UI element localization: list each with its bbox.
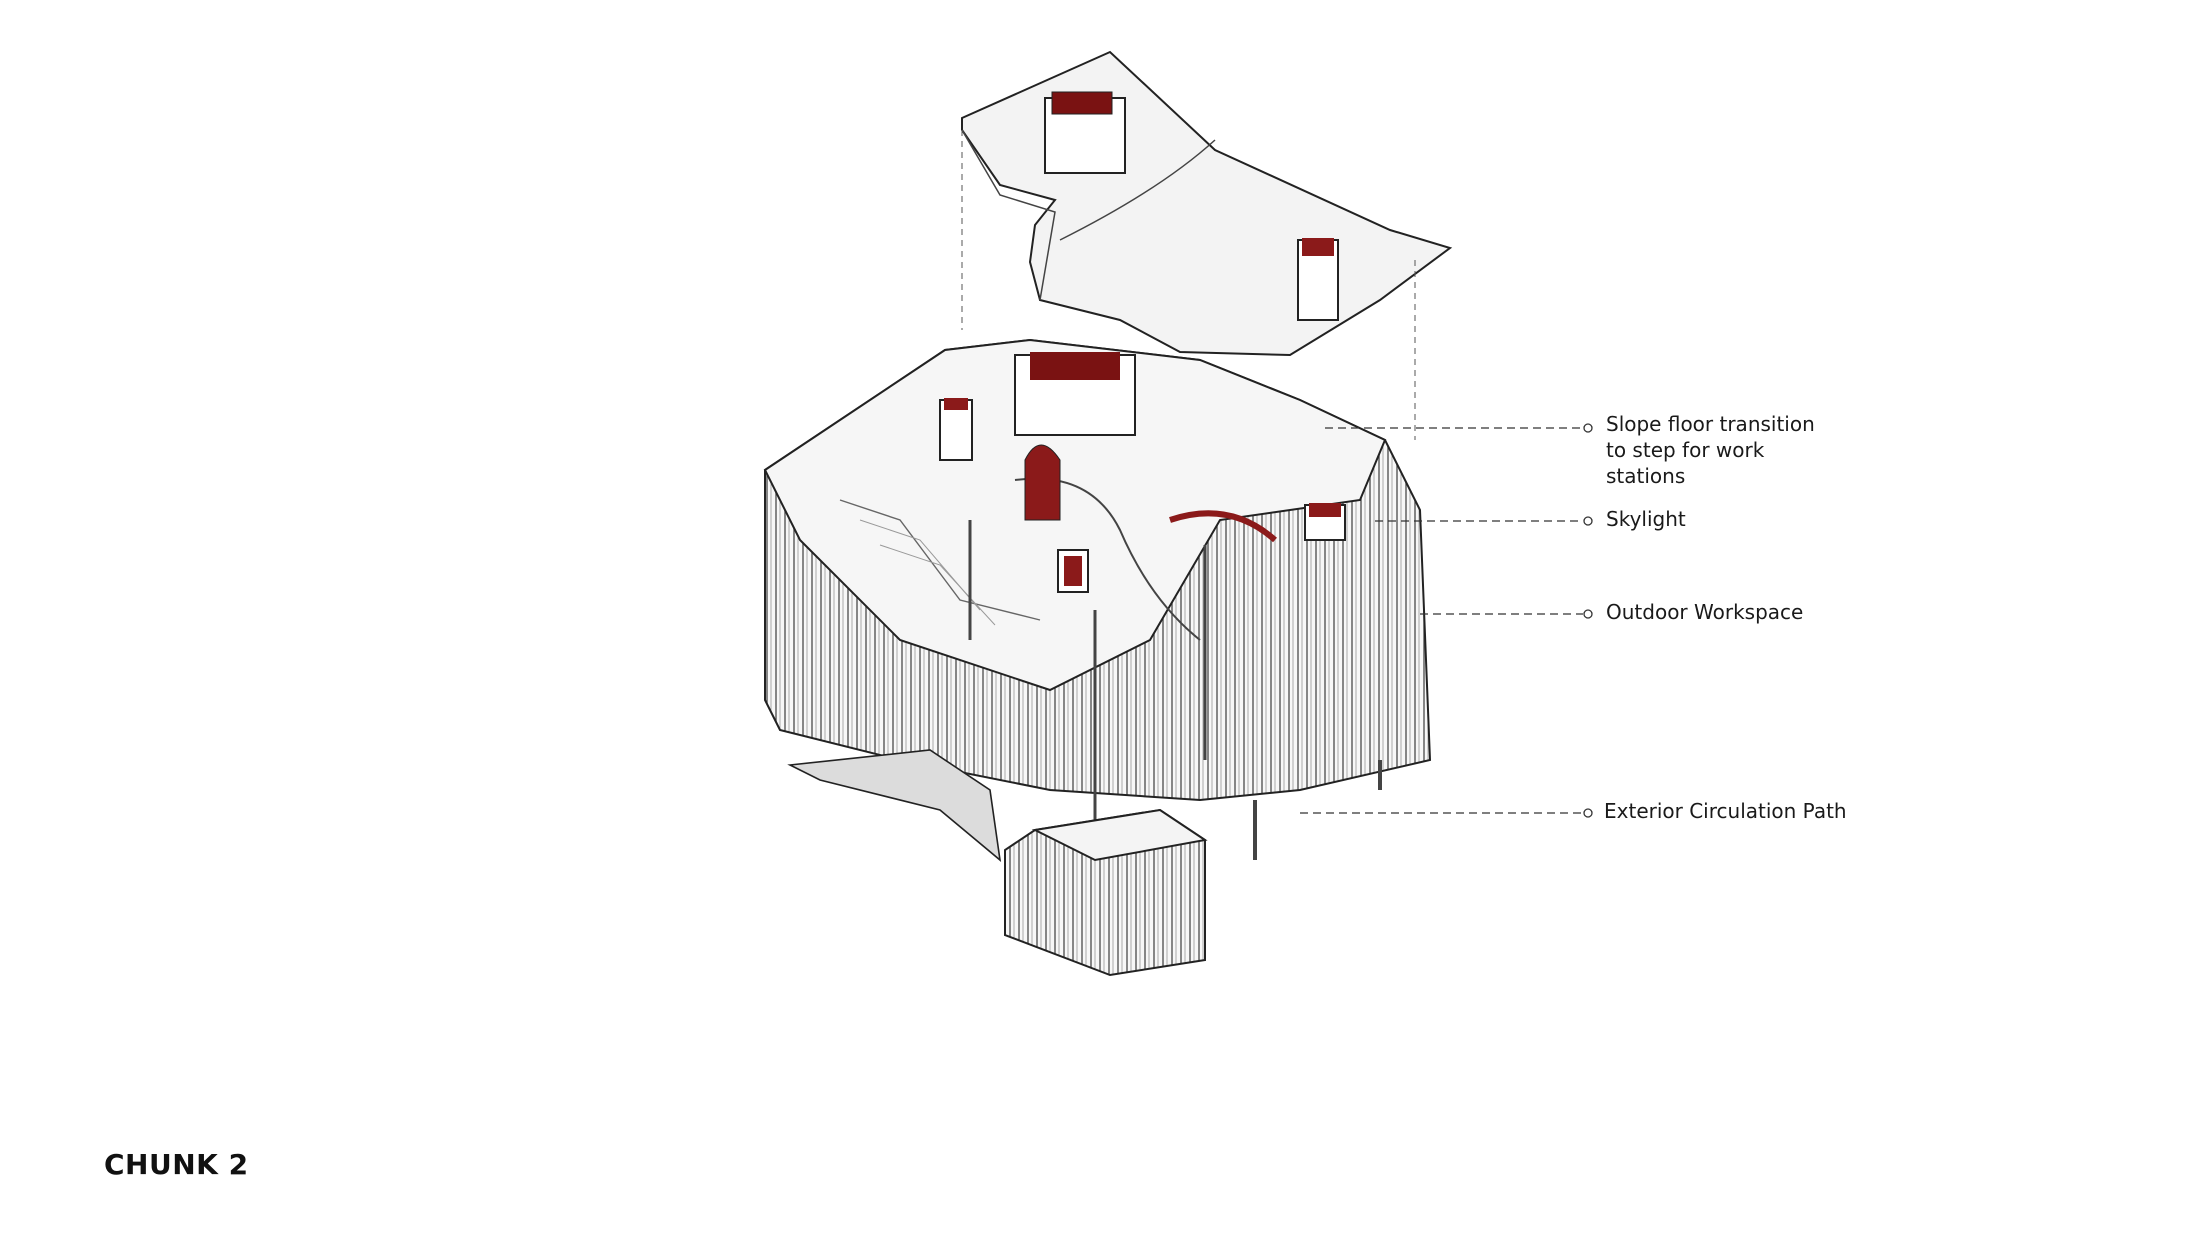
callout-slope-floor: Slope floor transition to step for work … xyxy=(1606,412,1815,488)
lower-block xyxy=(787,749,1382,977)
callout-outdoor-workspace: Outdoor Workspace xyxy=(1606,600,1804,624)
callout-leaders xyxy=(1300,423,1593,818)
callout-exterior-circulation: Exterior Circulation Path xyxy=(1604,799,1847,823)
main-building-volume xyxy=(763,338,1432,850)
callout-skylight: Skylight xyxy=(1606,507,1686,531)
upper-roof-slab xyxy=(961,50,1453,440)
page-title: CHUNK 2 xyxy=(104,1148,249,1181)
